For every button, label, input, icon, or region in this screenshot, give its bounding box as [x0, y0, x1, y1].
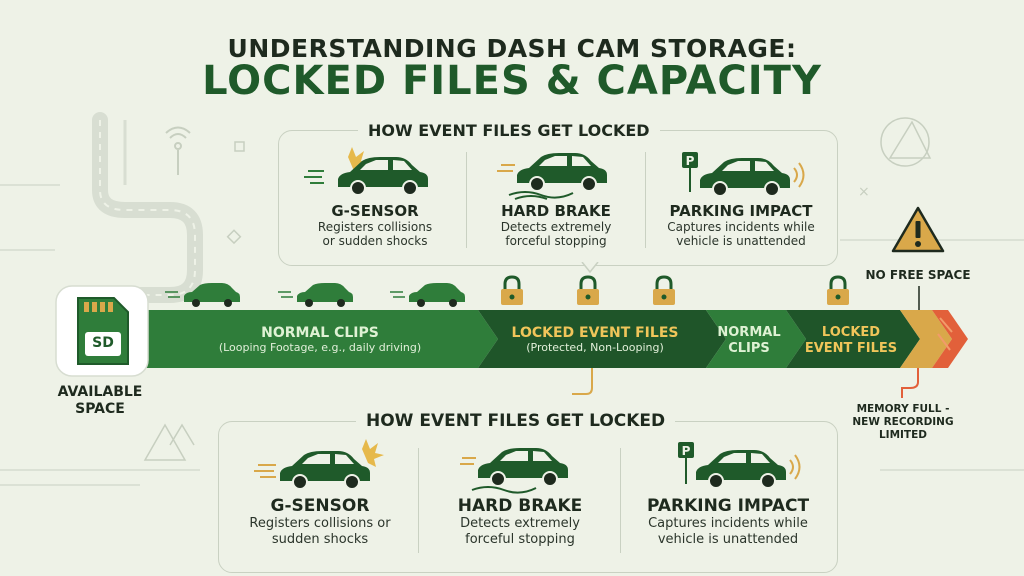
normal-clips-subtitle: (Looping Footage, e.g., daily driving) [218, 341, 422, 354]
top-hard-brake-title: HARD BRAKE [501, 202, 611, 220]
bottom-g-sensor-desc-2: sudden shocks [271, 531, 369, 547]
normal-clips-segment [140, 310, 498, 368]
bottom-g-sensor-desc-1: Registers collisions or [249, 516, 391, 531]
road-centerline-decor [99, 120, 196, 296]
top-parking-impact-desc-1: Captures incidents while [667, 220, 815, 234]
bottom-parking-impact-column: PARKING IMPACT Captures incidents while … [624, 496, 832, 547]
bottom-g-sensor-title: G-SENSOR [270, 496, 370, 516]
top-panel-heading: HOW EVENT FILES GET LOCKED [358, 121, 660, 140]
available-space-line-2: SPACE [75, 401, 125, 417]
top-g-sensor-desc-2: or sudden shocks [322, 234, 428, 249]
top-g-sensor-title: G-SENSOR [331, 202, 419, 220]
no-free-space-line [918, 286, 920, 310]
bottom-hard-brake-desc-2: forceful stopping [465, 531, 575, 547]
triangle-decor [143, 423, 187, 461]
top-divider-2 [645, 152, 646, 248]
available-space-label: AVAILABLE SPACE [40, 384, 160, 418]
bottom-g-sensor-car-icon [254, 439, 384, 490]
memory-full-line-3: LIMITED [878, 429, 927, 441]
diamond-decor [226, 229, 242, 245]
no-free-space-segment [900, 310, 952, 368]
no-free-space-label: NO FREE SPACE [865, 268, 971, 282]
small-car-icon-3 [390, 283, 465, 307]
bottom-g-sensor-column: G-SENSOR Registers collisions or sudden … [224, 496, 416, 547]
svg-text:×: × [858, 184, 870, 200]
locked-events-2-label: LOCKED EVENT FILES [796, 325, 906, 357]
memory-full-connector [901, 368, 919, 398]
panel-pointer-icon [581, 262, 599, 274]
available-space-line-1: AVAILABLE [57, 384, 143, 400]
locked-events-2-line-2: EVENT FILES [804, 341, 898, 356]
padlock-icon-2 [577, 275, 599, 305]
normal-clips-label: NORMAL CLIPS (Looping Footage, e.g., dai… [160, 325, 480, 354]
top-hard-brake-column: HARD BRAKE Detects extremely forceful st… [470, 202, 642, 249]
bottom-parking-impact-desc-1: Captures incidents while [648, 516, 808, 531]
top-parking-impact-desc-2: vehicle is unattended [676, 234, 806, 249]
padlock-icon-3 [653, 275, 675, 305]
bottom-hard-brake-title: HARD BRAKE [457, 496, 583, 516]
normal-clips-2-label: NORMAL CLIPS [710, 325, 788, 357]
warning-icon [891, 206, 945, 253]
parking-impact-car-icon: P [682, 152, 805, 197]
locked-events-title: LOCKED EVENT FILES [511, 325, 679, 341]
full-capacity-tip [932, 310, 968, 368]
sd-card-label: SD [92, 335, 114, 351]
padlock-icon-4 [827, 275, 849, 305]
top-hard-brake-desc-1: Detects extremely [500, 220, 612, 234]
bottom-hard-brake-column: HARD BRAKE Detects extremely forceful st… [422, 496, 618, 547]
bottom-hard-brake-car-icon [460, 448, 568, 494]
padlock-icon-1 [501, 275, 523, 305]
g-sensor-car-icon [304, 147, 428, 196]
top-parking-impact-column: PARKING IMPACT Captures incidents while … [650, 202, 832, 249]
normal-clips-segment-2 [706, 310, 806, 368]
bottom-hard-brake-desc-1: Detects extremely [460, 516, 580, 531]
memory-full-line-1: MEMORY FULL - [856, 403, 950, 415]
bottom-divider-1 [418, 448, 419, 553]
normal-clips-2-line-2: CLIPS [728, 341, 770, 356]
title-line-2: LOCKED FILES & CAPACITY [202, 58, 822, 104]
top-parking-impact-title: PARKING IMPACT [669, 202, 813, 220]
circle-decor [880, 117, 930, 167]
sd-card-icon [55, 285, 149, 377]
normal-clips-2-line-1: NORMAL [717, 325, 781, 340]
title-line-1: UNDERSTANDING DASH CAM STORAGE: [227, 34, 797, 63]
top-divider-1 [466, 152, 467, 248]
svg-text:P: P [686, 154, 695, 168]
bottom-divider-2 [620, 448, 621, 553]
locked-connector [572, 368, 593, 395]
small-car-icon-1 [165, 283, 240, 307]
bottom-parking-impact-desc-2: vehicle is unattended [657, 531, 799, 547]
top-g-sensor-column: G-SENSOR Registers collisions or sudden … [290, 202, 460, 249]
memory-full-label: MEMORY FULL - NEW RECORDING LIMITED [842, 403, 964, 442]
locked-events-segment-2 [786, 310, 920, 368]
antenna-icon [165, 126, 191, 175]
locked-events-segment [478, 310, 726, 368]
storage-timeline [140, 275, 968, 398]
bottom-parking-impact-title: PARKING IMPACT [646, 496, 810, 516]
locked-events-label: LOCKED EVENT FILES (Protected, Non-Loopi… [488, 325, 702, 354]
svg-text:P: P [682, 444, 691, 458]
bottom-parking-impact-car-icon: P [678, 442, 801, 489]
square-decor [234, 141, 245, 152]
hard-brake-car-icon [497, 153, 607, 200]
bottom-panel-heading: HOW EVENT FILES GET LOCKED [356, 411, 676, 431]
locked-events-2-line-1: LOCKED [821, 325, 881, 340]
top-hard-brake-desc-2: forceful stopping [505, 234, 607, 249]
small-car-icon-2 [278, 283, 353, 307]
memory-full-line-2: NEW RECORDING [852, 416, 954, 428]
normal-clips-title: NORMAL CLIPS [261, 325, 379, 341]
top-g-sensor-desc-1: Registers collisions [317, 220, 433, 234]
locked-events-subtitle: (Protected, Non-Looping) [526, 341, 664, 354]
